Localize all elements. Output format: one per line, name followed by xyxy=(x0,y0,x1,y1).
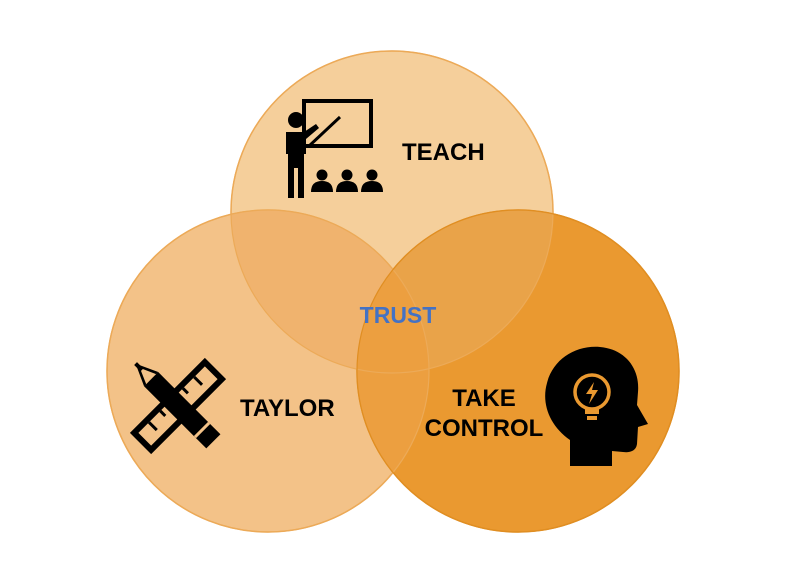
head-lightbulb-icon xyxy=(545,346,648,466)
label-take: TAKE xyxy=(452,385,516,412)
circle-take-control-outline xyxy=(356,209,680,533)
teacher-presentation-icon xyxy=(286,99,383,198)
label-taylor: TAYLOR xyxy=(240,395,335,422)
circle-teach-outline xyxy=(230,50,554,374)
label-trust: TRUST xyxy=(360,302,437,328)
label-teach: TEACH xyxy=(402,139,485,166)
pencil-ruler-icon xyxy=(129,357,227,455)
label-control: CONTROL xyxy=(425,415,544,442)
circle-taylor-outline xyxy=(106,209,430,533)
